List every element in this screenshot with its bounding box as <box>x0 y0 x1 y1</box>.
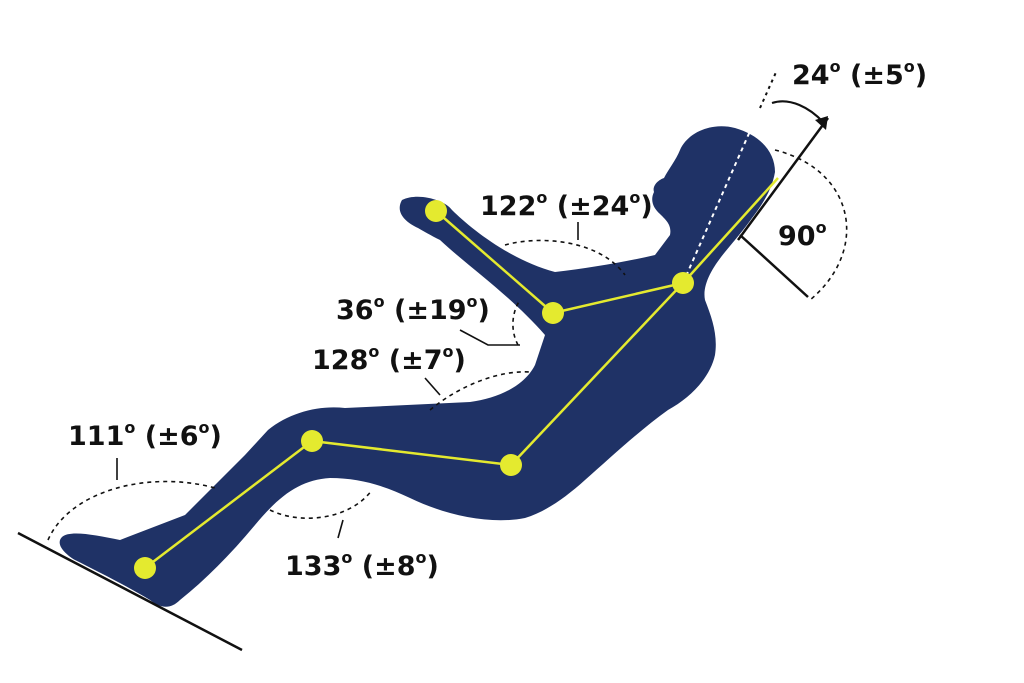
elbow-angle-label: 122o (±24o) <box>480 190 653 222</box>
knee-angle-label: 133o (±8o) <box>285 550 439 582</box>
neck-line <box>682 177 779 284</box>
hip-leader <box>424 377 441 396</box>
hip-angle-label: 128o (±7o) <box>312 344 466 376</box>
hip-angle-close: ) <box>453 345 466 376</box>
head-angle-label: 24o (±5o) <box>792 59 928 91</box>
body-silhouette <box>59 126 776 607</box>
knee-joint <box>301 430 323 452</box>
elbow-angle-degree: o <box>536 188 548 207</box>
angle-arcs <box>47 149 848 541</box>
ankle-angle-value: 111 <box>68 421 125 452</box>
ankle-joint <box>134 557 156 579</box>
elbow-angle-tolerance-degree: o <box>629 188 641 207</box>
joints <box>134 200 694 579</box>
right-angle-label: 90o <box>778 220 827 252</box>
torso-line <box>510 282 684 466</box>
head-angle-value: 24 <box>792 60 830 91</box>
shoulder-angle-tolerance: (±19 <box>384 295 467 326</box>
ankle-angle-tolerance: (±6 <box>135 421 199 452</box>
head-angle-degree: o <box>829 57 841 76</box>
hip-angle-degree: o <box>368 342 380 361</box>
head-angle-close: ) <box>914 60 928 91</box>
shoulder-leader <box>459 329 520 346</box>
upper-arm-line <box>552 281 684 315</box>
wrist-joint <box>425 200 447 222</box>
leader-lines <box>116 222 579 539</box>
elbow-joint <box>542 302 564 324</box>
elbow-arc <box>504 239 626 276</box>
hip-joint <box>500 454 522 476</box>
hip-arc <box>429 371 531 411</box>
head-angle-arrowhead <box>815 116 828 130</box>
shoulder-angle-value: 36 <box>336 295 374 326</box>
knee-angle-tolerance-degree: o <box>415 548 427 567</box>
ankle-angle-tolerance-degree: o <box>198 418 210 437</box>
forearm-line <box>435 210 554 314</box>
hip-angle-value: 128 <box>312 345 369 376</box>
knee-leader <box>337 519 344 539</box>
shoulder-angle-degree: o <box>373 292 385 311</box>
shoulder-angle-label: 36o (±19o) <box>336 294 490 326</box>
elbow-angle-tolerance: (±24 <box>547 191 630 222</box>
knee-angle-tolerance: (±8 <box>352 551 416 582</box>
ankle-angle-label: 111o (±6o) <box>68 420 222 452</box>
right-angle-degree: o <box>815 218 827 237</box>
head-tangent-line <box>736 117 830 241</box>
right-angle-line <box>739 234 809 298</box>
knee-angle-degree: o <box>341 548 353 567</box>
head-angle-tolerance: (±5 <box>840 60 904 91</box>
ankle-arc <box>47 480 216 541</box>
thigh-line <box>311 439 512 467</box>
right-angle-value: 90 <box>778 221 816 252</box>
shoulder-joint <box>672 272 694 294</box>
knee-angle-close: ) <box>426 551 439 582</box>
hip-angle-tolerance-degree: o <box>442 342 454 361</box>
ankle-angle-degree: o <box>124 418 136 437</box>
lower-leg-line <box>144 440 313 569</box>
shoulder-angle-tolerance-degree: o <box>466 292 478 311</box>
skeleton-lines <box>144 177 779 569</box>
head-angle-arrow <box>771 100 824 123</box>
ankle-angle-close: ) <box>209 421 222 452</box>
elbow-angle-close: ) <box>640 191 653 222</box>
shoulder-arc <box>512 299 521 346</box>
right-angle-arc <box>774 149 848 301</box>
head-angle-tolerance-degree: o <box>903 57 915 76</box>
floor-line <box>17 531 243 652</box>
elbow-angle-value: 122 <box>480 191 537 222</box>
knee-arc <box>269 489 373 519</box>
shoulder-angle-close: ) <box>477 295 490 326</box>
knee-angle-value: 133 <box>285 551 342 582</box>
hip-angle-tolerance: (±7 <box>379 345 443 376</box>
